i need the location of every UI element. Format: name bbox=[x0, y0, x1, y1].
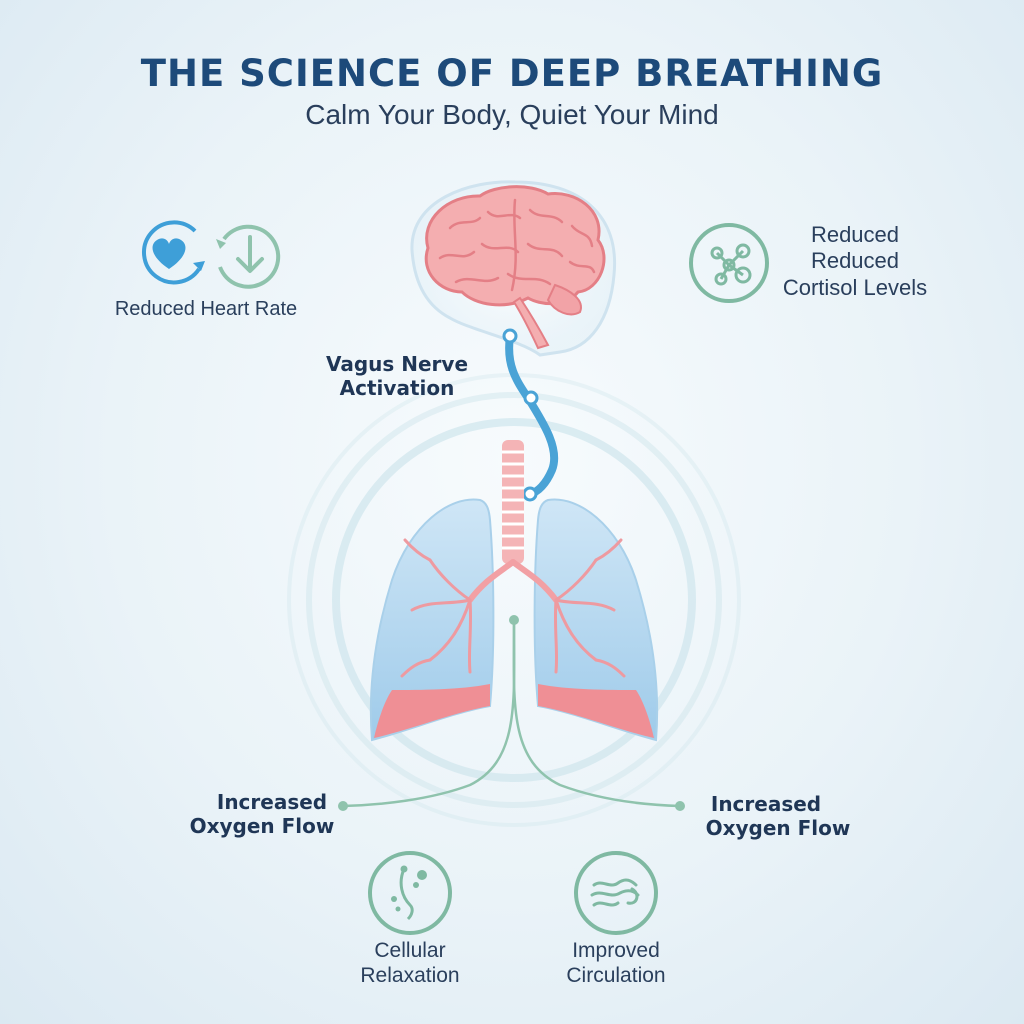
vagus-label-line1: Vagus Nerve bbox=[325, 352, 469, 376]
page-subtitle: Calm Your Body, Quiet Your Mind bbox=[305, 99, 719, 130]
oxygen-left-line1: Increased bbox=[216, 790, 328, 814]
down-arrow-icon bbox=[216, 224, 281, 289]
heart-icon bbox=[142, 220, 205, 285]
cortisol-label-line1: Reduced bbox=[810, 222, 900, 247]
circulation-icon bbox=[574, 851, 658, 935]
cellular-line1: Cellular bbox=[374, 939, 446, 962]
heart-rate-label: Reduced Heart Rate bbox=[114, 298, 298, 320]
page-title: THE SCIENCE OF DEEP BREATHING bbox=[140, 52, 884, 95]
cellular-relaxation-label: Cellular Relaxation bbox=[330, 938, 490, 988]
cortisol-label: Reduced Reduced Cortisol Levels bbox=[770, 222, 940, 301]
vagus-label-line2: Activation bbox=[339, 376, 455, 400]
oxygen-flow-left-label: Increased Oxygen Flow bbox=[172, 790, 352, 838]
improved-circulation-label: Improved Circulation bbox=[536, 938, 696, 988]
oxygen-right-line1: Increased bbox=[710, 792, 822, 816]
cells-icon bbox=[368, 851, 452, 935]
cellular-line2: Relaxation bbox=[360, 964, 460, 988]
molecule-icon bbox=[689, 223, 769, 303]
circulation-line2: Circulation bbox=[566, 964, 666, 988]
circulation-line1: Improved bbox=[572, 939, 660, 962]
oxygen-flow-right-label: Increased Oxygen Flow bbox=[688, 792, 868, 840]
oxygen-left-line2: Oxygen Flow bbox=[189, 814, 335, 838]
vagus-nerve bbox=[502, 328, 559, 502]
cortisol-label-line2: Reduced bbox=[810, 248, 900, 274]
cortisol-label-line3: Cortisol Levels bbox=[782, 274, 928, 300]
lungs-illustration bbox=[369, 440, 659, 742]
oxygen-connectors bbox=[338, 615, 685, 811]
brain-illustration bbox=[424, 185, 606, 350]
vagus-nerve-label: Vagus Nerve Activation bbox=[312, 352, 482, 400]
oxygen-right-line2: Oxygen Flow bbox=[705, 816, 851, 840]
